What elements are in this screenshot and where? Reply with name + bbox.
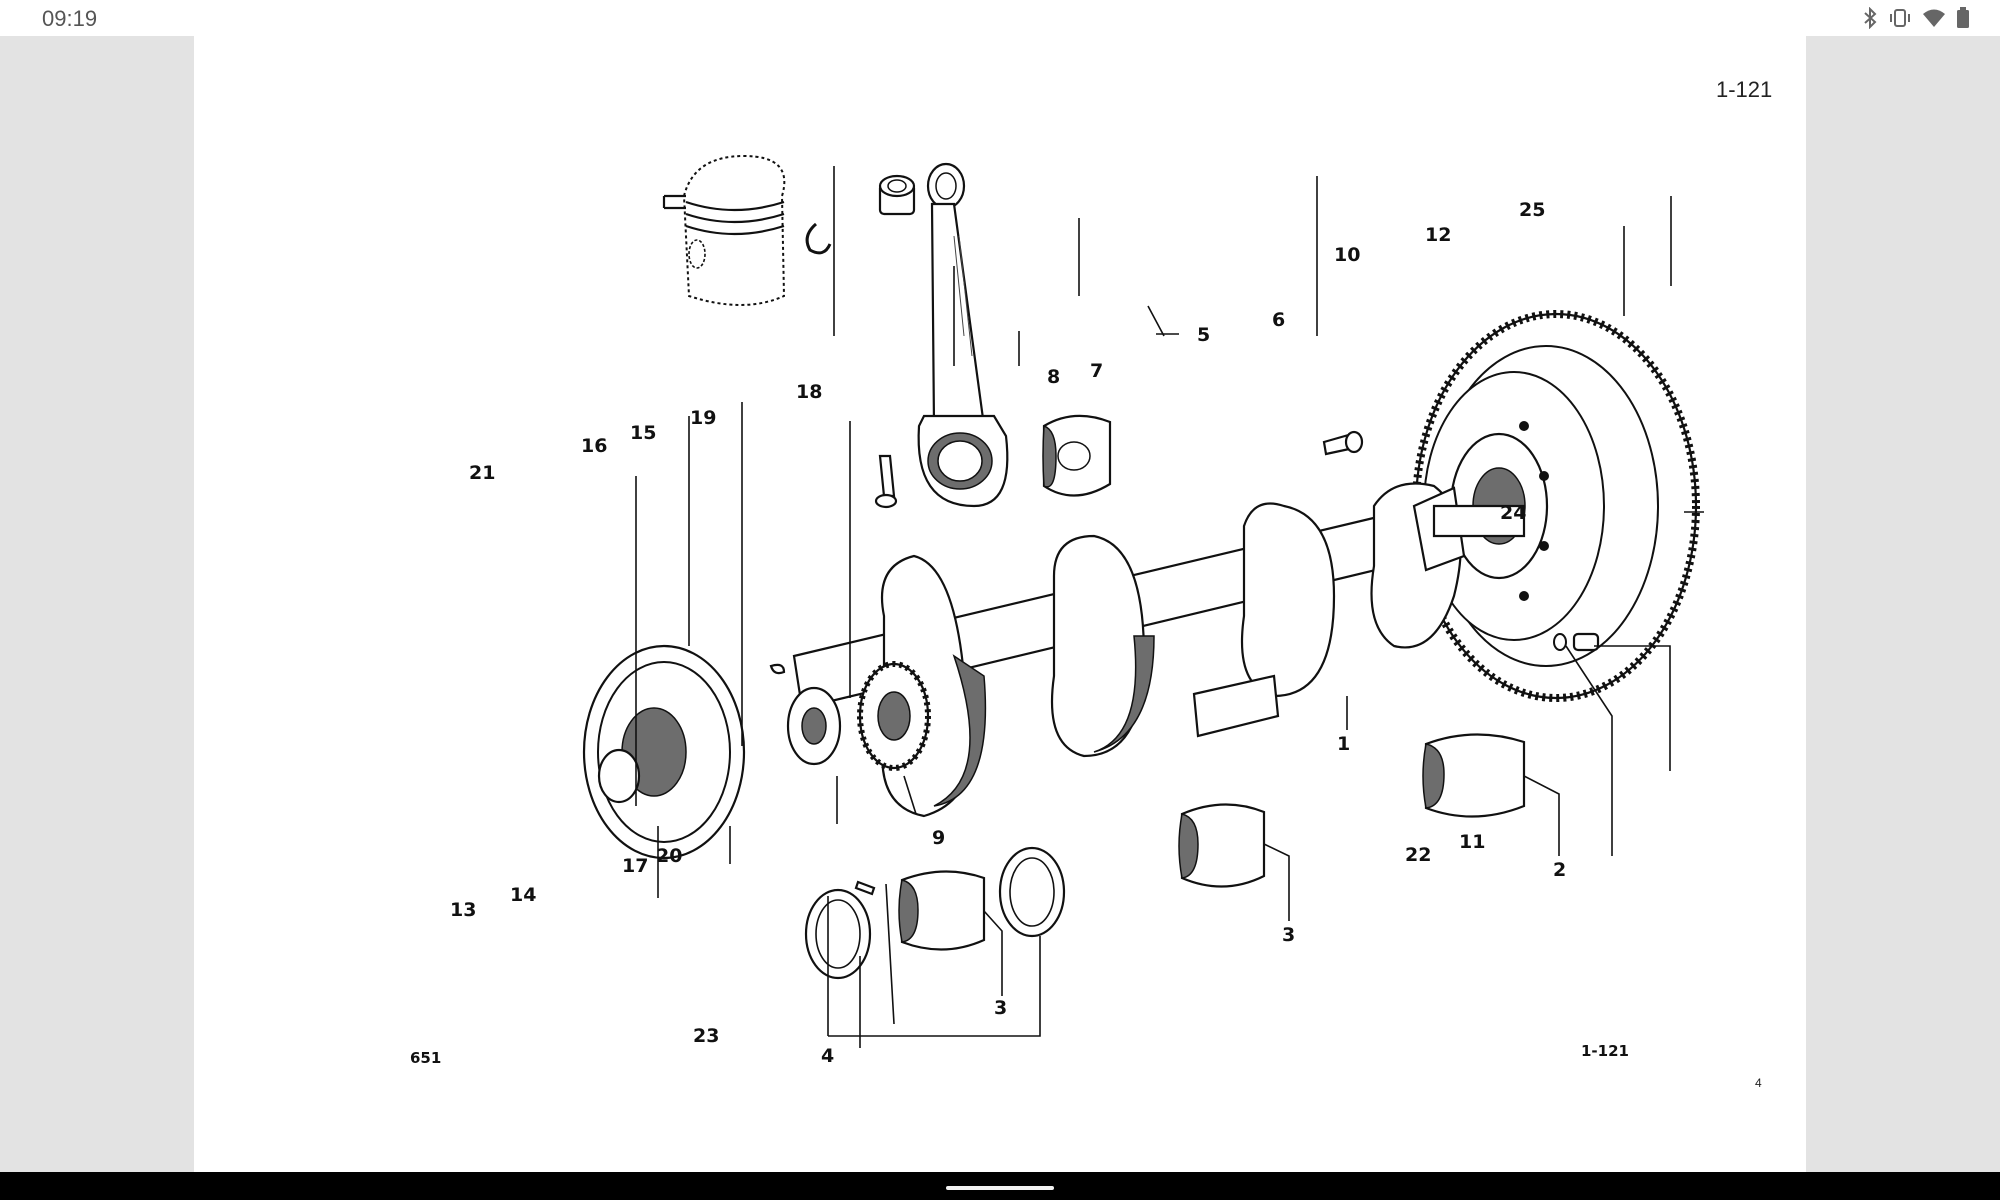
callout-4: 4 xyxy=(821,1045,834,1067)
callout-23: 23 xyxy=(693,1025,719,1047)
callout-2: 2 xyxy=(1553,859,1566,881)
thrust-washer-illustration xyxy=(804,846,1066,980)
callout-12: 12 xyxy=(1425,224,1451,246)
callout-18: 18 xyxy=(796,381,822,403)
callout-6: 6 xyxy=(1272,309,1285,331)
callout-3-main: 3 xyxy=(1282,924,1295,946)
main-bearing-illustration xyxy=(898,733,1526,951)
piston-illustration xyxy=(662,154,786,306)
pulley-illustration xyxy=(582,644,746,860)
flywheel-bolt-illustration xyxy=(1322,430,1364,456)
battery-icon xyxy=(1957,7,1969,28)
circlip-illustration xyxy=(805,222,832,255)
figure-label: 1-121 xyxy=(1581,1042,1629,1060)
woodruff-key-illustration xyxy=(769,663,786,675)
callout-11: 11 xyxy=(1459,831,1485,853)
crankshaft-exploded-diagram: 1 2 3 3 4 5 6 7 8 9 10 11 12 13 14 15 16… xyxy=(450,154,1704,1067)
figure-number: 651 xyxy=(410,1049,442,1067)
crankshaft-illustration xyxy=(792,482,1526,818)
bolt-illustration xyxy=(874,454,898,509)
page-number-label: 1-121 xyxy=(1716,77,1773,102)
leader-lines xyxy=(635,166,1704,1048)
callout-15: 15 xyxy=(630,422,656,444)
bluetooth-icon xyxy=(1864,7,1877,29)
big-end-bearing-illustration xyxy=(1042,414,1112,497)
status-bar: 09:19 xyxy=(0,0,2000,36)
callout-24: 24 xyxy=(1500,502,1526,524)
timing-gear-illustration xyxy=(857,661,931,771)
status-time: 09:19 xyxy=(42,6,98,31)
pilot-bush-illustration xyxy=(1553,632,1600,652)
callout-9: 9 xyxy=(932,827,945,849)
callout-17: 17 xyxy=(622,855,648,877)
vibrate-icon xyxy=(1890,9,1910,27)
bush-illustration xyxy=(878,174,916,216)
connecting-rod-illustration xyxy=(917,162,1009,508)
callout-5: 5 xyxy=(1197,324,1210,346)
document-page[interactable]: 1-121 xyxy=(194,36,1806,1172)
dowel-illustration xyxy=(854,880,876,896)
callout-21: 21 xyxy=(469,462,495,484)
callout-19: 19 xyxy=(690,407,716,429)
callout-13: 13 xyxy=(450,899,476,921)
small-mark: 4 xyxy=(1755,1076,1762,1090)
callout-16: 16 xyxy=(581,435,607,457)
callout-1: 1 xyxy=(1337,733,1350,755)
callout-25: 25 xyxy=(1519,199,1545,221)
callout-20: 20 xyxy=(656,845,682,867)
wifi-icon xyxy=(1923,9,1945,27)
callout-7: 7 xyxy=(1090,360,1103,382)
callout-22: 22 xyxy=(1405,844,1431,866)
callout-10: 10 xyxy=(1334,244,1360,266)
status-icons xyxy=(1862,6,1970,30)
callout-3-front: 3 xyxy=(994,997,1007,1019)
callout-8: 8 xyxy=(1047,366,1060,388)
home-gesture-handle[interactable] xyxy=(946,1186,1054,1190)
spacer-illustration xyxy=(786,686,842,766)
callout-14: 14 xyxy=(510,884,536,906)
